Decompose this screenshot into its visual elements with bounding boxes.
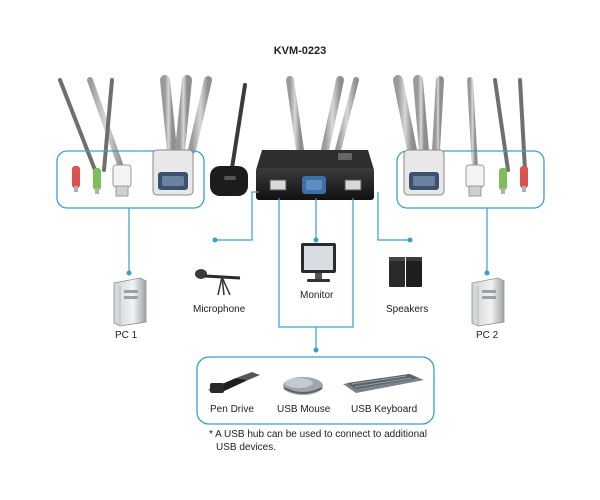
speakers-label: Speakers bbox=[386, 304, 429, 315]
pc2-connector-box bbox=[396, 150, 545, 209]
connector-dots bbox=[126, 237, 490, 353]
monitor-icon bbox=[301, 243, 336, 282]
pc1-label: PC 1 bbox=[115, 330, 138, 341]
usb-keyboard-icon bbox=[343, 374, 424, 393]
pc1-tower-icon bbox=[113, 277, 147, 327]
cables bbox=[58, 75, 527, 173]
pc2-tower-icon bbox=[471, 277, 505, 327]
note-line-1: * A USB hub can be used to connect to ad… bbox=[209, 429, 427, 440]
usb-mouse-label: USB Mouse bbox=[277, 404, 331, 415]
pen-drive-icon bbox=[208, 372, 260, 393]
pc1-connector-box bbox=[56, 150, 205, 209]
pc2-label: PC 2 bbox=[476, 330, 499, 341]
pc2-connectors bbox=[403, 149, 528, 197]
note-line-2: USB devices. bbox=[216, 442, 277, 453]
speakers-icon bbox=[389, 257, 422, 287]
diagram-title: KVM-0223 bbox=[273, 45, 327, 57]
microphone-icon bbox=[195, 269, 241, 296]
remote-switch bbox=[210, 166, 248, 196]
usb-mouse-icon bbox=[283, 377, 323, 395]
connector-lines bbox=[128, 191, 488, 350]
kvm-unit bbox=[256, 150, 374, 200]
microphone-label: Microphone bbox=[193, 304, 246, 315]
usb-keyboard-label: USB Keyboard bbox=[351, 404, 418, 415]
pen-drive-label: Pen Drive bbox=[210, 404, 254, 415]
monitor-label: Monitor bbox=[300, 290, 334, 301]
pc1-connectors bbox=[72, 149, 194, 197]
usb-hub-note: * A USB hub can be used to connect to ad… bbox=[209, 428, 449, 454]
usb-devices-box bbox=[196, 356, 435, 425]
